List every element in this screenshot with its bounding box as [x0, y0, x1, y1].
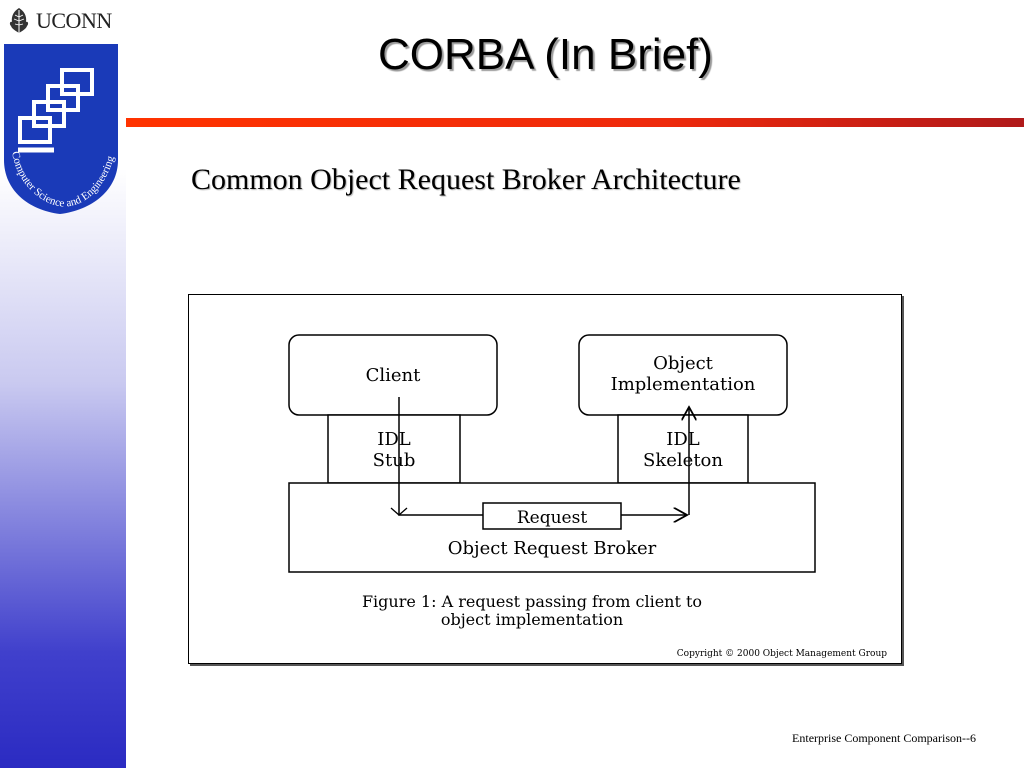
- skeleton-label-line1: IDL: [666, 429, 700, 450]
- figure-caption-line2: object implementation: [441, 610, 623, 629]
- uconn-brand: UCONN: [6, 6, 112, 36]
- brand-name: UCONN: [36, 8, 112, 33]
- client-label: Client: [366, 365, 422, 386]
- request-arrow-stub-marker: [390, 507, 408, 516]
- slide-subtitle: Common Object Request Broker Architectur…: [191, 163, 741, 196]
- slide-title: CORBA (In Brief): [378, 30, 713, 79]
- request-label: Request: [517, 508, 587, 528]
- idl-stub-box: [327, 414, 461, 484]
- computer-monitors-icon: [18, 68, 94, 153]
- idl-skeleton-box: [617, 414, 749, 484]
- corba-diagram: Client Object Implementation IDL Stub ID…: [188, 294, 902, 664]
- request-box: [482, 502, 622, 530]
- stub-label-line2: Stub: [373, 450, 416, 471]
- oak-leaf-icon: [9, 8, 29, 34]
- slide-footer: Enterprise Component Comparison--6: [792, 731, 976, 745]
- figure-copyright: Copyright © 2000 Object Management Group: [677, 649, 887, 659]
- cse-logo-badge: Computer Science and Engineering: [4, 44, 118, 214]
- orb-label: Object Request Broker: [448, 538, 657, 559]
- figure-caption-line1: Figure 1: A request passing from client …: [362, 592, 702, 611]
- object-impl-label-line2: Implementation: [611, 374, 756, 395]
- stub-label-line1: IDL: [377, 429, 411, 450]
- object-impl-label-line1: Object: [653, 353, 714, 374]
- skeleton-label-line2: Skeleton: [643, 450, 723, 471]
- title-divider: [126, 118, 1024, 127]
